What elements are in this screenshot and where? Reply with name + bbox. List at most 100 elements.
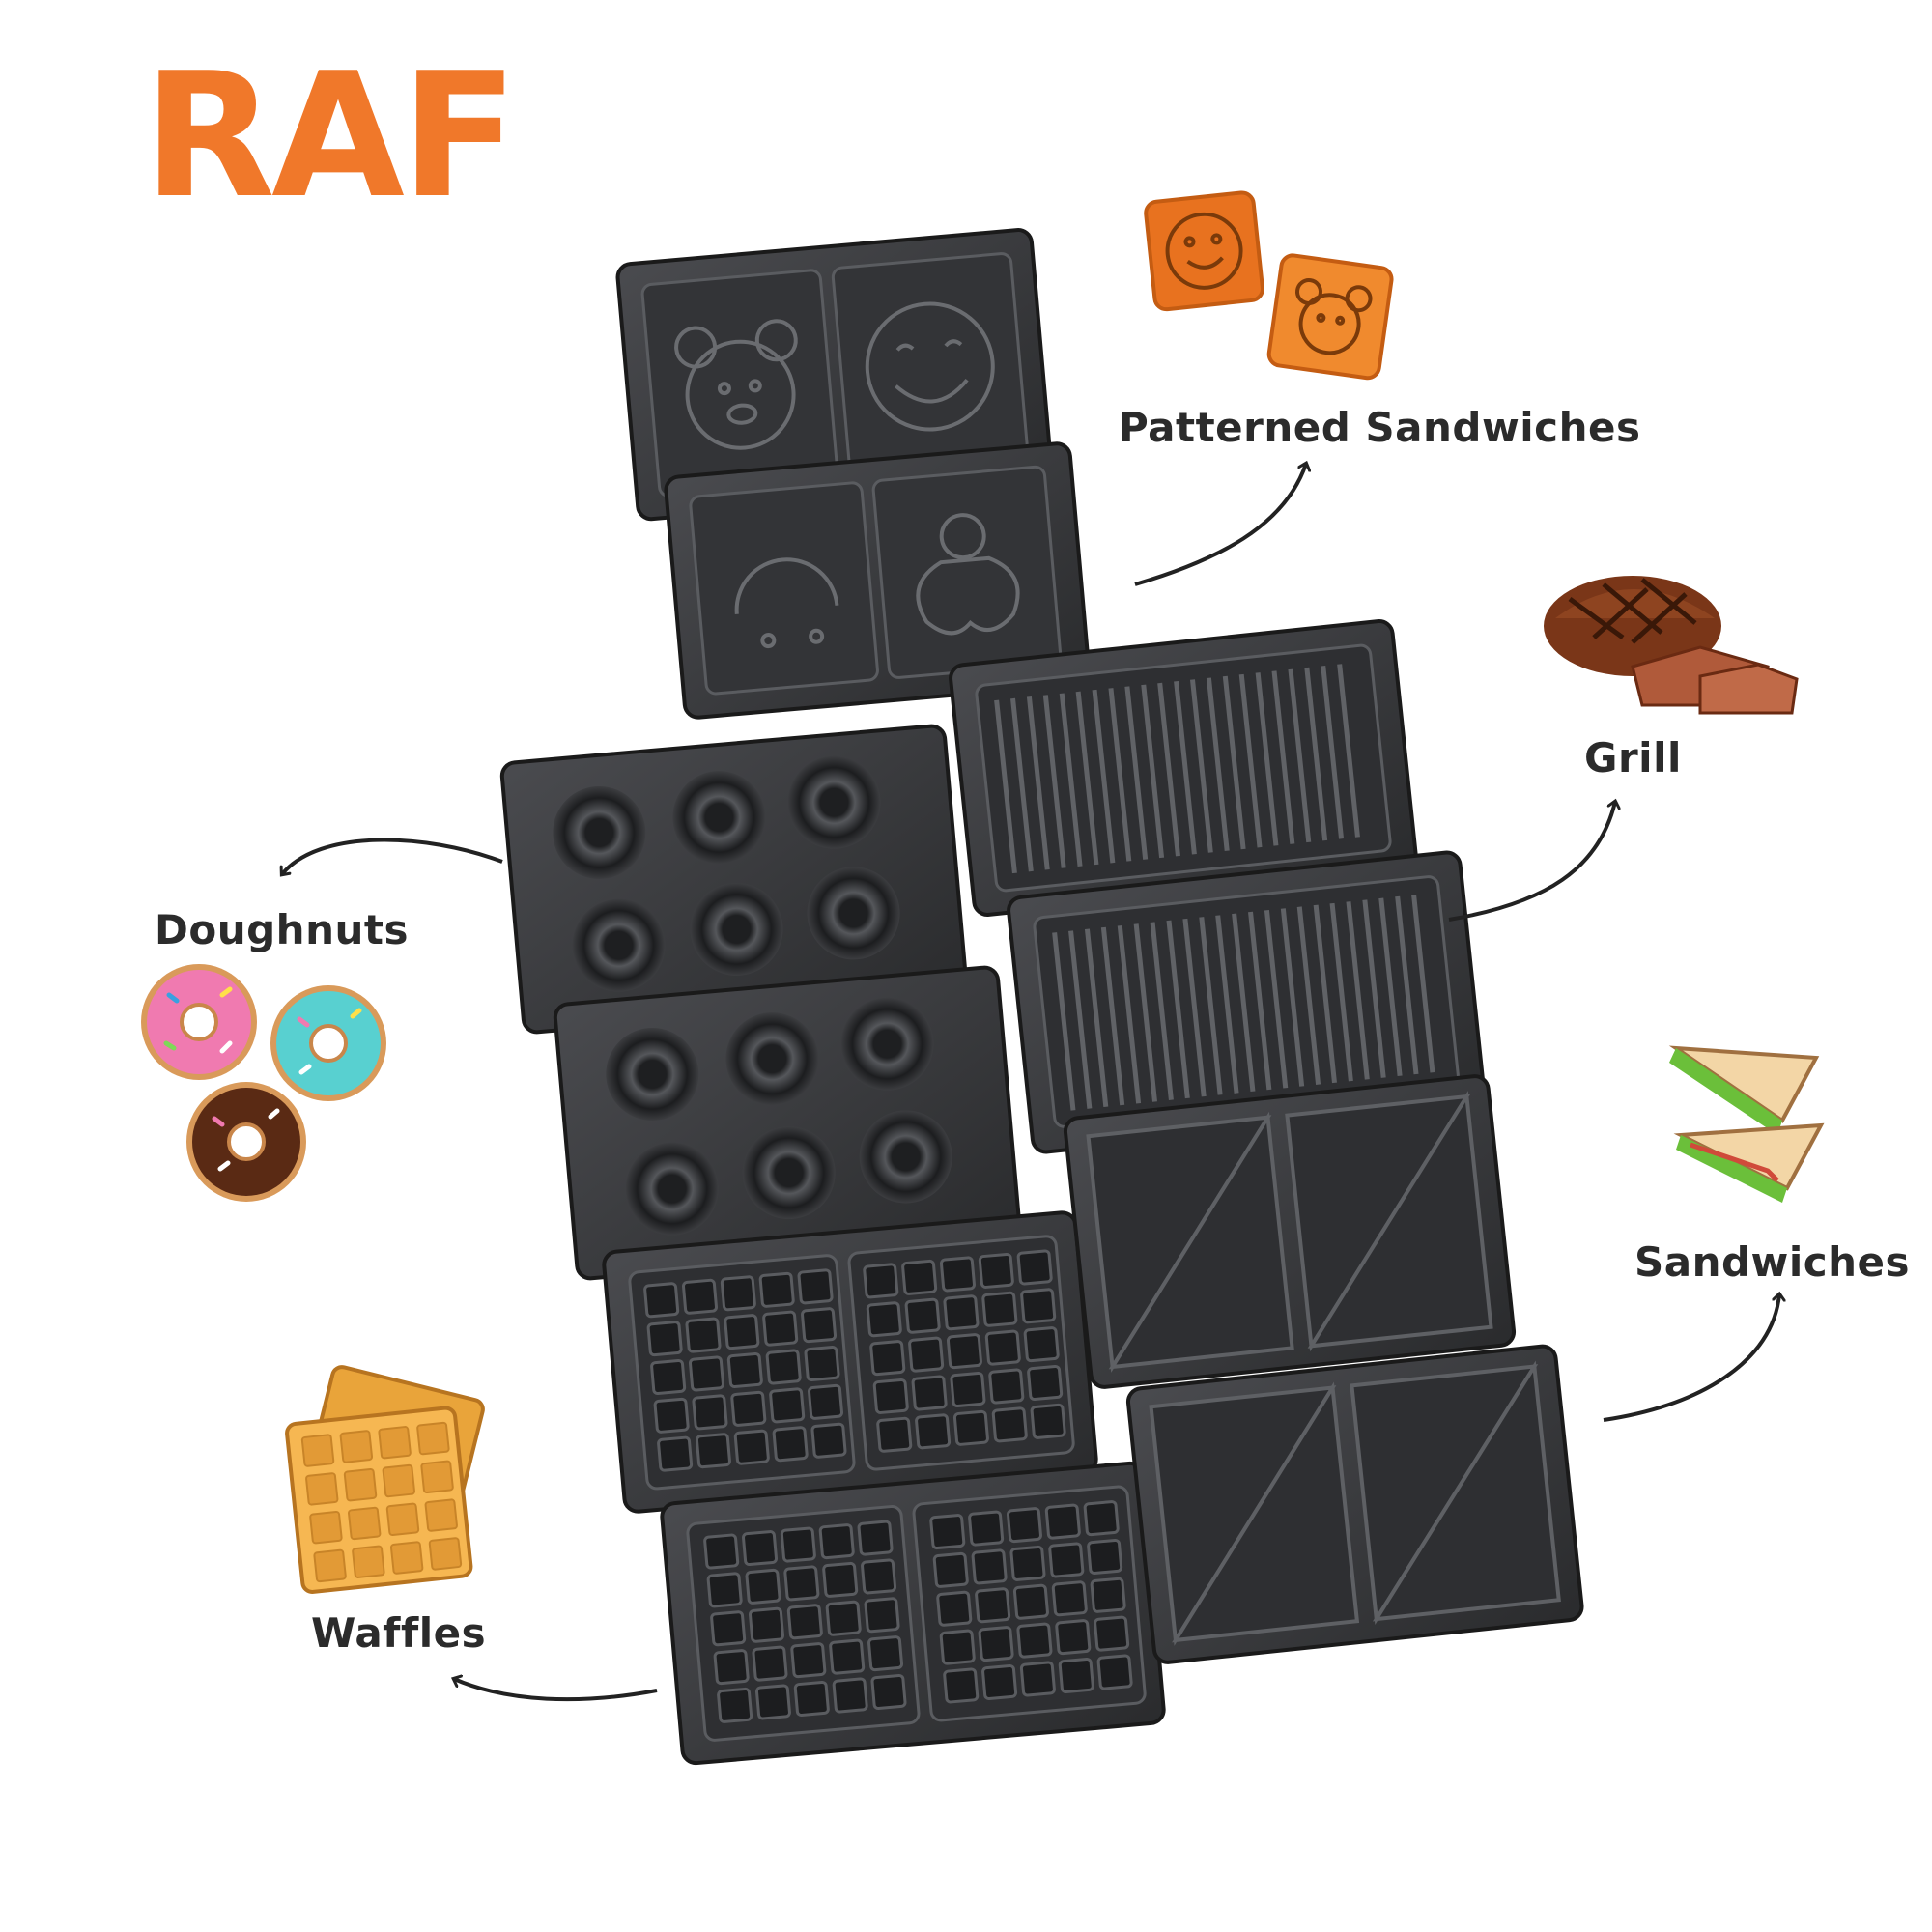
bear-icon bbox=[674, 319, 798, 450]
teal-doughnut-icon bbox=[270, 985, 386, 1101]
waffle-plate-bottom bbox=[660, 1461, 1166, 1766]
waffle-cell bbox=[876, 1416, 913, 1453]
grill-ridge bbox=[1157, 682, 1180, 857]
waffle-cell bbox=[978, 1626, 1014, 1662]
grill-ridge bbox=[1395, 895, 1419, 1075]
waffle-icon-cell bbox=[389, 1541, 424, 1575]
waffle-icon-cell bbox=[352, 1545, 385, 1578]
grill-ridge bbox=[1108, 688, 1132, 862]
patterned-sandwich-plate-top bbox=[615, 228, 1054, 522]
doughnut-plate-bottom bbox=[553, 965, 1022, 1281]
waffle-cell bbox=[772, 1426, 809, 1463]
waffle-cell bbox=[832, 1677, 868, 1714]
arrow-waffles bbox=[454, 1679, 658, 1702]
waffle-grid bbox=[703, 1500, 1133, 1723]
grill-ridge bbox=[1288, 668, 1312, 843]
waffle-cell bbox=[829, 1638, 866, 1675]
arrow-sandwiches bbox=[1603, 1294, 1779, 1422]
waffle-cell bbox=[765, 1349, 802, 1385]
waffle-cell bbox=[790, 1642, 827, 1679]
waffle-cell bbox=[869, 1340, 906, 1377]
waffle-cell bbox=[950, 1371, 986, 1407]
waffle-icon-cell bbox=[424, 1498, 458, 1532]
grill-ridge bbox=[1174, 681, 1197, 855]
label-doughnuts: Doughnuts bbox=[155, 906, 409, 953]
patterned-sandwich-plate-bottom bbox=[664, 441, 1092, 720]
pink-doughnut-icon bbox=[141, 964, 257, 1080]
label-sandwiches: Sandwiches bbox=[1634, 1238, 1911, 1286]
smiley-icon bbox=[1165, 212, 1243, 290]
waffle-cell bbox=[695, 1433, 731, 1469]
waffle-cell bbox=[801, 1307, 838, 1344]
waffle-cell bbox=[975, 1587, 1011, 1624]
grill-ridge bbox=[1321, 666, 1345, 839]
grill-ridge bbox=[1100, 926, 1125, 1106]
grill-ridge bbox=[1337, 664, 1360, 838]
grill-ridge bbox=[1166, 920, 1190, 1099]
patterned-sandwich-illustration bbox=[1144, 190, 1394, 381]
waffle-cell bbox=[745, 1568, 781, 1605]
waffle-cell bbox=[808, 1383, 844, 1420]
waffle-cell bbox=[936, 1590, 973, 1627]
waffle-grid bbox=[643, 1249, 1066, 1472]
waffle-cell bbox=[1090, 1577, 1126, 1613]
waffle-icon-cell bbox=[378, 1426, 412, 1460]
grill-ridge bbox=[1304, 667, 1328, 841]
waffle-cell bbox=[752, 1645, 788, 1682]
waffle-cell bbox=[710, 1610, 747, 1647]
waffle-cell bbox=[981, 1291, 1018, 1327]
grill-ridge bbox=[1280, 908, 1305, 1087]
waffle-cell bbox=[797, 1268, 834, 1305]
grill-ridge bbox=[1052, 932, 1076, 1111]
grill-ridge bbox=[1199, 917, 1223, 1095]
grill-ridge bbox=[1222, 675, 1246, 850]
waffle-cell bbox=[703, 1533, 740, 1570]
waffle-cell bbox=[685, 1317, 722, 1353]
waffle-cell bbox=[1030, 1403, 1066, 1439]
grill-ridge bbox=[1206, 677, 1230, 852]
waffle-plate-top bbox=[602, 1210, 1098, 1514]
waffle-cell bbox=[1016, 1249, 1053, 1286]
waffle-cell bbox=[946, 1333, 982, 1370]
waffle-cell bbox=[984, 1329, 1021, 1366]
waffle-cell bbox=[1094, 1615, 1130, 1652]
waffle-cell bbox=[864, 1597, 900, 1634]
waffle-cell bbox=[724, 1314, 760, 1350]
arrow-patterned bbox=[1134, 464, 1306, 586]
grill-ridge bbox=[1059, 693, 1083, 867]
grill-ridge bbox=[1238, 673, 1263, 848]
chocolate-doughnut-icon bbox=[186, 1082, 306, 1202]
waffle-cell bbox=[717, 1687, 753, 1723]
waffle-cell bbox=[793, 1680, 830, 1717]
label-grill: Grill bbox=[1584, 734, 1682, 781]
waffle-cell bbox=[1023, 1326, 1060, 1363]
waffle-icon-cell bbox=[300, 1434, 335, 1467]
waffle-cell bbox=[758, 1271, 795, 1308]
grill-ridge bbox=[1182, 918, 1207, 1097]
grill-ridge bbox=[1026, 696, 1050, 870]
waffle-cell bbox=[646, 1321, 683, 1357]
waffle-cell bbox=[988, 1368, 1025, 1405]
smiley-icon bbox=[865, 301, 995, 432]
doughnut-illustration bbox=[141, 964, 386, 1202]
waffle-cell bbox=[748, 1606, 784, 1643]
waffle-cell bbox=[1058, 1657, 1094, 1693]
waffle-cell bbox=[1027, 1365, 1064, 1402]
waffle-cell bbox=[867, 1635, 904, 1672]
grill-ridge bbox=[1362, 899, 1386, 1078]
waffle-cell bbox=[911, 1375, 948, 1411]
waffle-icon-cell bbox=[428, 1537, 463, 1571]
waffle-cell bbox=[780, 1526, 816, 1563]
waffle-cell bbox=[804, 1346, 840, 1382]
raf-logo: RAF bbox=[143, 36, 518, 236]
waffle-cell bbox=[1087, 1538, 1123, 1575]
waffle-cell bbox=[1096, 1654, 1133, 1690]
grill-ridge bbox=[1092, 689, 1116, 864]
label-patterned-sandwiches: Patterned Sandwiches bbox=[1119, 404, 1641, 451]
waffle-cell bbox=[1019, 1661, 1056, 1697]
waffle-icon-cell bbox=[416, 1421, 450, 1456]
waffle-cell bbox=[713, 1649, 750, 1686]
waffle-cell bbox=[1044, 1503, 1081, 1540]
waffle-cell bbox=[952, 1409, 989, 1446]
